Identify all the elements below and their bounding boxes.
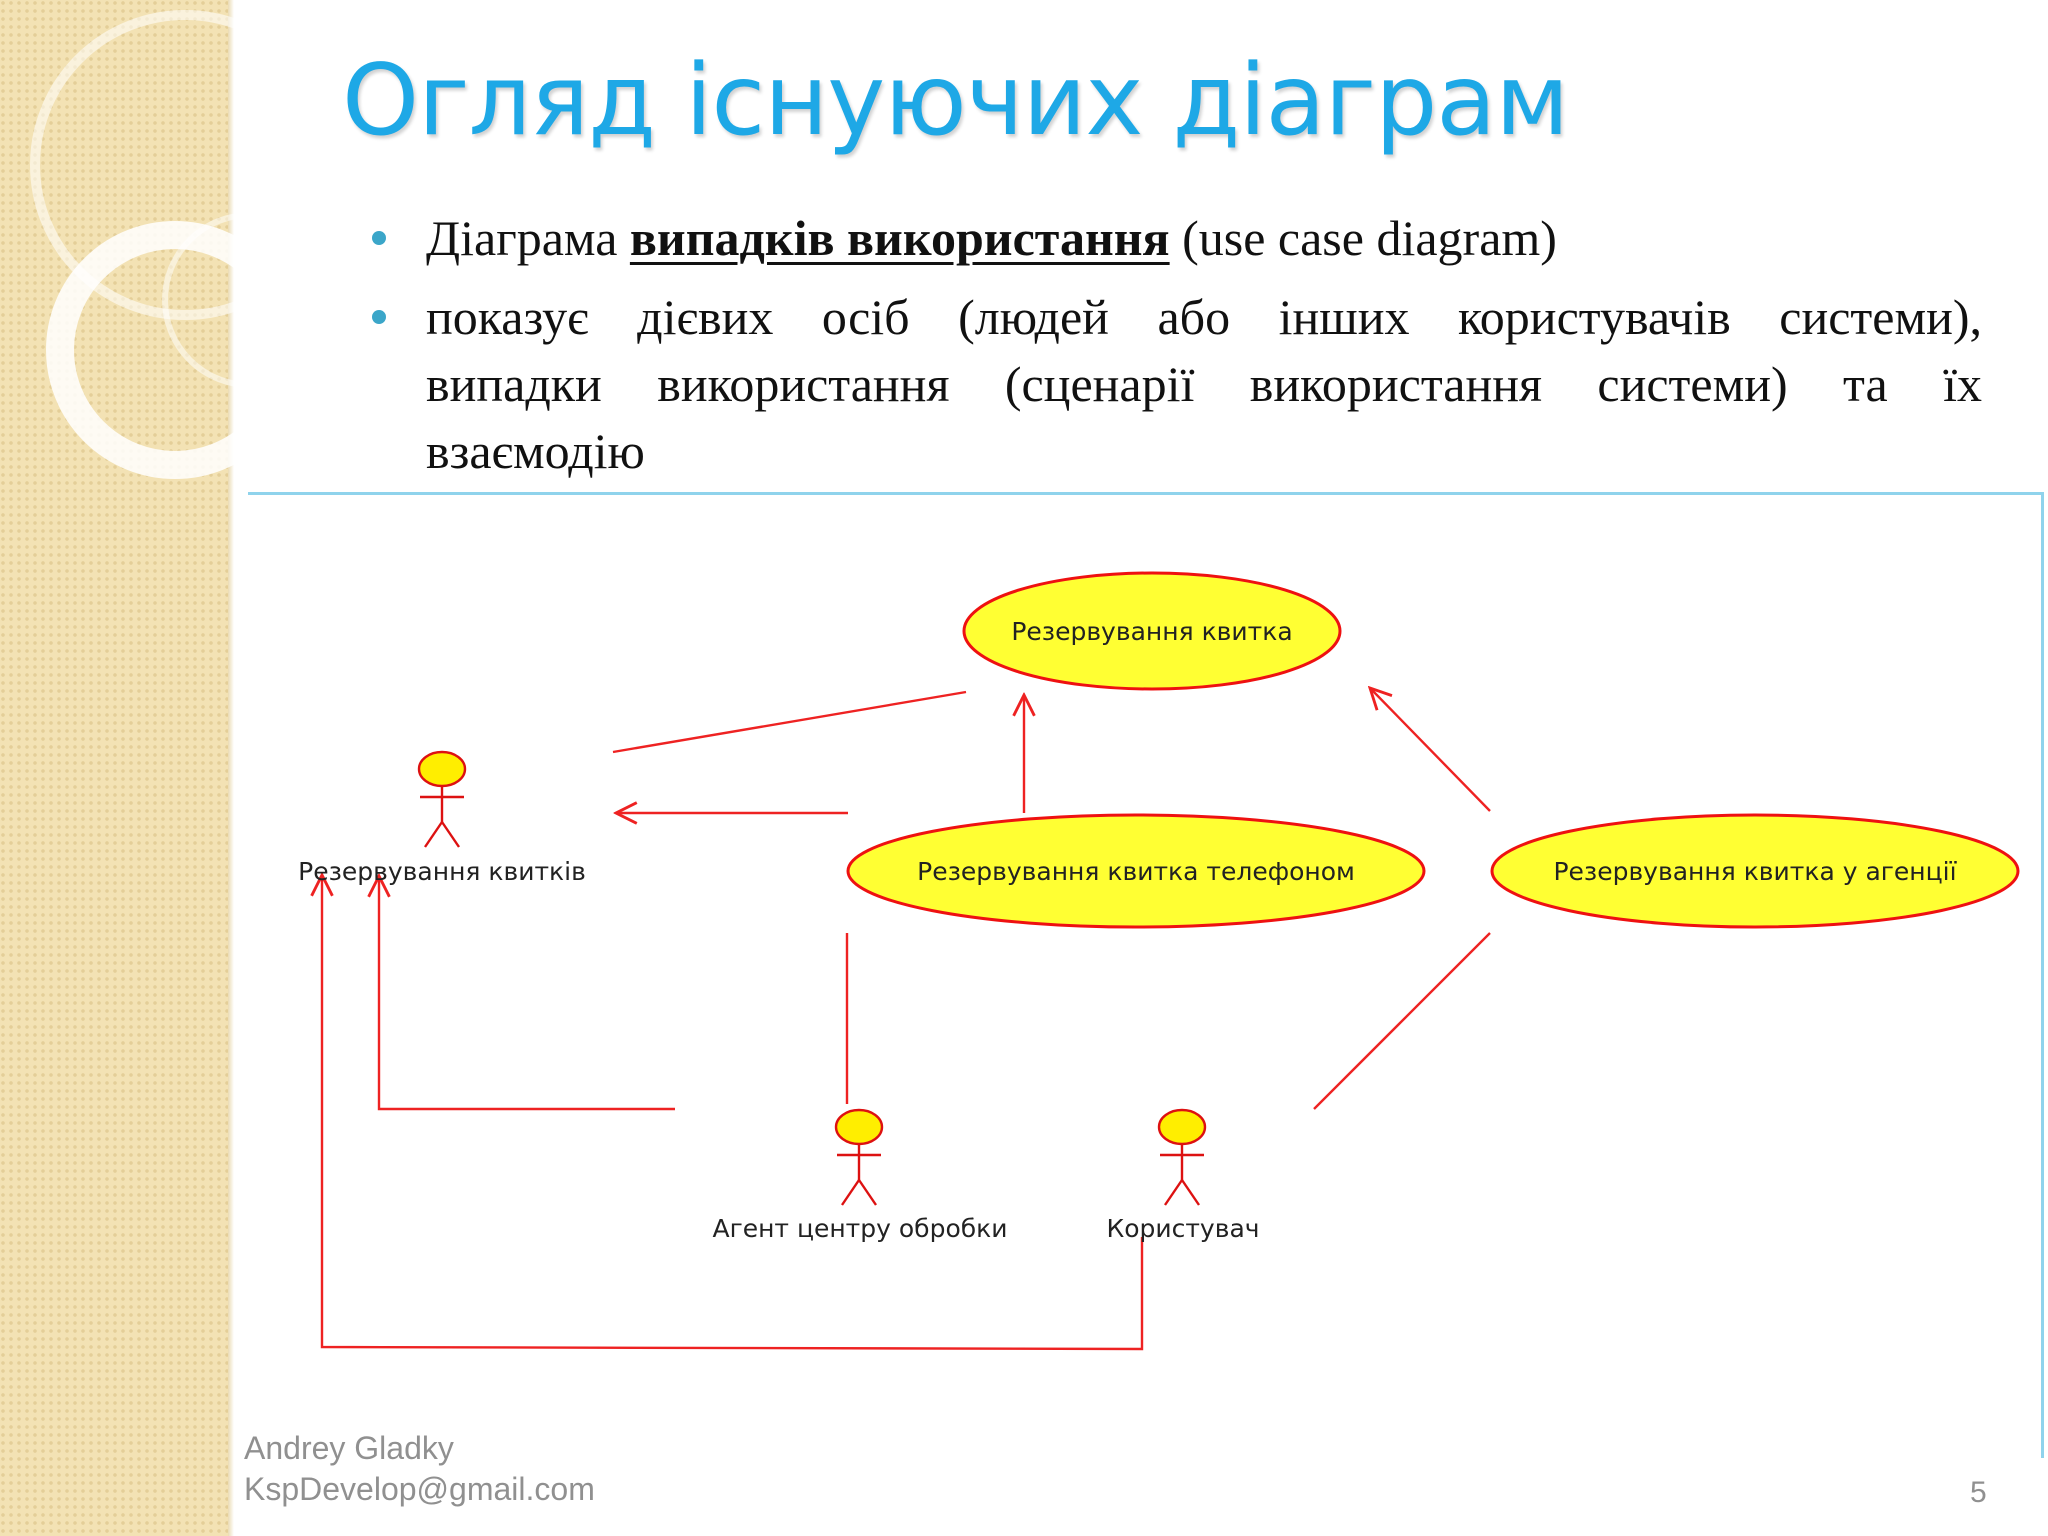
decorative-rings (30, 10, 340, 479)
connectors (322, 688, 1491, 1351)
side-band-edge (228, 0, 234, 1536)
use-case-book-at-agency-label: Резервування квитка у агенції (1553, 857, 1957, 886)
connector-agent-to-actor (379, 876, 675, 1111)
connector-actor-to-book-ticket (612, 690, 967, 754)
actor-user-label: Користувач (1106, 1214, 1259, 1243)
bullet-item-description: показує дієвих осіб (людей або інших кор… (372, 284, 1982, 485)
bullet-suffix: (use case diagram) (1169, 210, 1557, 266)
slide-title: Огляд існуючих діаграм (342, 44, 1569, 158)
connector-user-to-actor (322, 875, 1144, 1351)
actor-booking-system (417, 750, 467, 848)
use-case-book-ticket: Резервування квитка (962, 571, 1342, 691)
bullet-item-definition: Діаграма випадків використання (use case… (372, 205, 1982, 272)
ring-large (30, 10, 340, 320)
bullet-dot-icon (372, 231, 386, 245)
connector-agency-to-book-ticket (1370, 688, 1491, 812)
actor-booking-system-label: Резервування квитків (298, 857, 586, 886)
use-case-book-ticket-label: Резервування квитка (1011, 617, 1292, 646)
ring-small (162, 212, 338, 388)
diagram-canvas: Резервування квитка Резервування квитка … (298, 571, 2020, 1351)
use-case-book-by-phone: Резервування квитка телефоном (846, 813, 1426, 929)
ring-medium (46, 221, 304, 479)
use-case-book-at-agency: Резервування квитка у агенції (1490, 813, 2020, 929)
bullet-list: Діаграма випадків використання (use case… (372, 205, 1982, 485)
connector-user-to-agency (1313, 932, 1491, 1110)
footer-author-block: Andrey Gladky KspDevelop@gmail.com (244, 1428, 595, 1510)
use-case-book-by-phone-label: Резервування квитка телефоном (917, 857, 1355, 886)
actor-user (1157, 1108, 1207, 1206)
bullet-dot-icon (372, 310, 386, 324)
footer-author-email: KspDevelop@gmail.com (244, 1471, 595, 1507)
actor-processing-agent (834, 1108, 884, 1206)
bullet-prefix: Діаграма (426, 210, 630, 266)
actor-processing-agent-label: Агент центру обробки (712, 1214, 1007, 1243)
bullet-description-text: показує дієвих осіб (людей або інших кор… (426, 289, 1982, 479)
use-case-diagram: Резервування квитка Резервування квитка … (248, 492, 2044, 1458)
page-number: 5 (1970, 1476, 1987, 1509)
footer-author-name: Andrey Gladky (244, 1430, 454, 1466)
bullet-emphasis: випадків використання (629, 210, 1170, 266)
